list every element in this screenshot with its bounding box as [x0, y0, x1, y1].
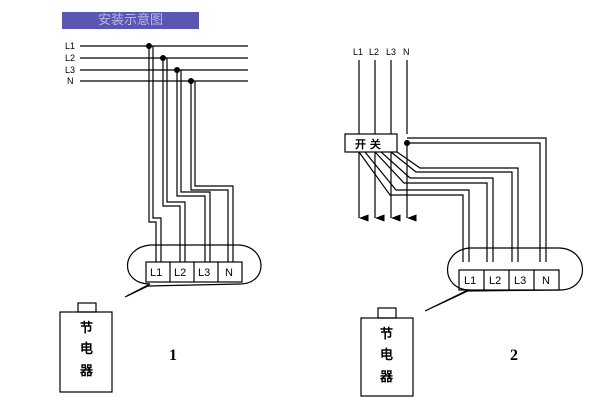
wire-n-b: [407, 137, 547, 262]
terminal-l2: L2: [174, 267, 186, 279]
bus-label-l2: L2: [369, 47, 379, 57]
wire-l2-b: [166, 58, 186, 262]
device-cap: [77, 302, 97, 313]
terminal-callout: [124, 244, 262, 298]
terminal-l2: L2: [489, 275, 501, 287]
bus-label-l3: L3: [386, 47, 396, 57]
terminal-l3: L3: [198, 267, 210, 279]
energy-saver-device: [59, 311, 113, 393]
wire-l2-b: [380, 151, 494, 262]
switch-box: [344, 133, 398, 153]
wire-n-a: [407, 142, 541, 262]
bus-label-l1: L1: [353, 47, 363, 57]
wire-l2-a: [374, 151, 488, 262]
diagram-number-1: 1: [169, 347, 177, 364]
wire-l1-b: [364, 151, 470, 262]
bus-label-n: N: [403, 47, 410, 57]
bus-label-l3: L3: [65, 65, 75, 75]
terminal-l1: L1: [464, 275, 476, 287]
terminal-n: N: [225, 267, 233, 279]
wire-l3-a: [390, 151, 513, 262]
bus-label-l1: L1: [65, 41, 75, 51]
device-char-1: 节: [80, 320, 93, 336]
wire-l3-a: [176, 70, 206, 262]
bus-label-n: N: [67, 76, 74, 86]
wire-n-a: [190, 81, 229, 262]
wire-l1-b: [152, 46, 162, 262]
wire-l3-b: [396, 151, 519, 262]
energy-saver-device: [360, 317, 414, 397]
diagram-2: L1 L2 L3 N 开 关 L1 L2: [344, 47, 583, 397]
switch-label: 开 关: [355, 137, 381, 151]
diagram-number-2: 2: [510, 347, 518, 364]
wire-l1-a: [358, 151, 464, 262]
terminal-l3: L3: [514, 275, 526, 287]
device-char-1: 节: [380, 326, 393, 342]
terminal-n: N: [542, 275, 550, 287]
wire-l1-a: [148, 46, 157, 262]
device-char-3: 器: [79, 364, 94, 379]
diagram-1: L1 L2 L3 N L1 L2 L3 N: [59, 41, 262, 393]
device-char-3: 器: [379, 370, 394, 385]
wire-n-b: [194, 81, 234, 262]
wire-l3-b: [180, 70, 211, 262]
device-cap: [377, 307, 397, 319]
diagram-title: 安装示意图: [62, 12, 199, 29]
terminal-callout: [424, 247, 583, 312]
device-char-2: 电: [80, 341, 93, 357]
device-char-2: 电: [380, 347, 393, 363]
bus-label-l2: L2: [65, 53, 75, 63]
wire-l2-a: [162, 58, 181, 262]
terminal-l1: L1: [150, 267, 162, 279]
